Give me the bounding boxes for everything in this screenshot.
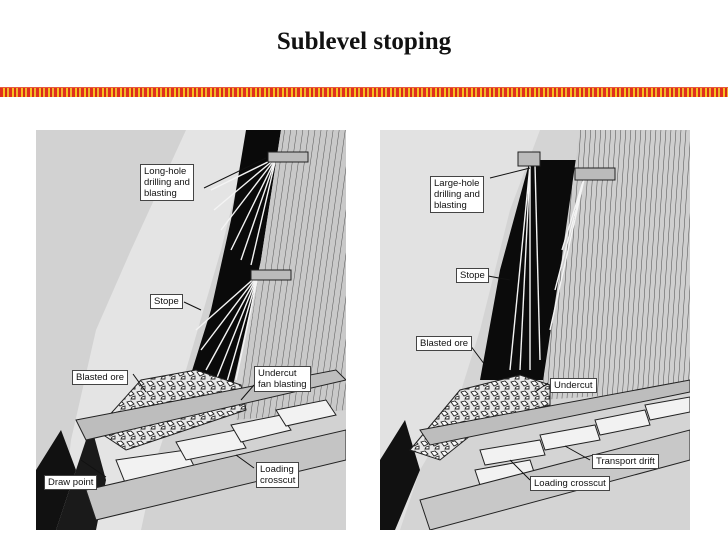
label-blasted-ore: Blasted ore (72, 370, 129, 385)
label-undercut-fan-blasting: Undercut fan blasting (254, 366, 311, 392)
right-stoping-diagram: Large-hole drilling and blasting Stope B… (380, 130, 690, 530)
label-loading-crosscut: Loading crosscut (530, 476, 610, 491)
right-diagram-drawing (380, 130, 690, 530)
left-stoping-diagram: Long-hole drilling and blasting Stope Bl… (36, 130, 346, 530)
label-drilling-blasting: Long-hole drilling and blasting (140, 164, 194, 201)
label-large-hole-drilling: Large-hole drilling and blasting (430, 176, 484, 213)
decorative-rule (0, 87, 728, 97)
label-stope: Stope (150, 294, 183, 309)
page-title: Sublevel stoping (276, 28, 452, 55)
label-stope: Stope (456, 268, 489, 283)
label-loading-crosscut: Loading crosscut (256, 462, 300, 488)
label-transport-drift: Transport drift (592, 454, 659, 469)
label-undercut: Undercut (550, 378, 597, 393)
label-draw-point: Draw point (44, 475, 98, 490)
label-blasted-ore: Blasted ore (416, 336, 473, 351)
